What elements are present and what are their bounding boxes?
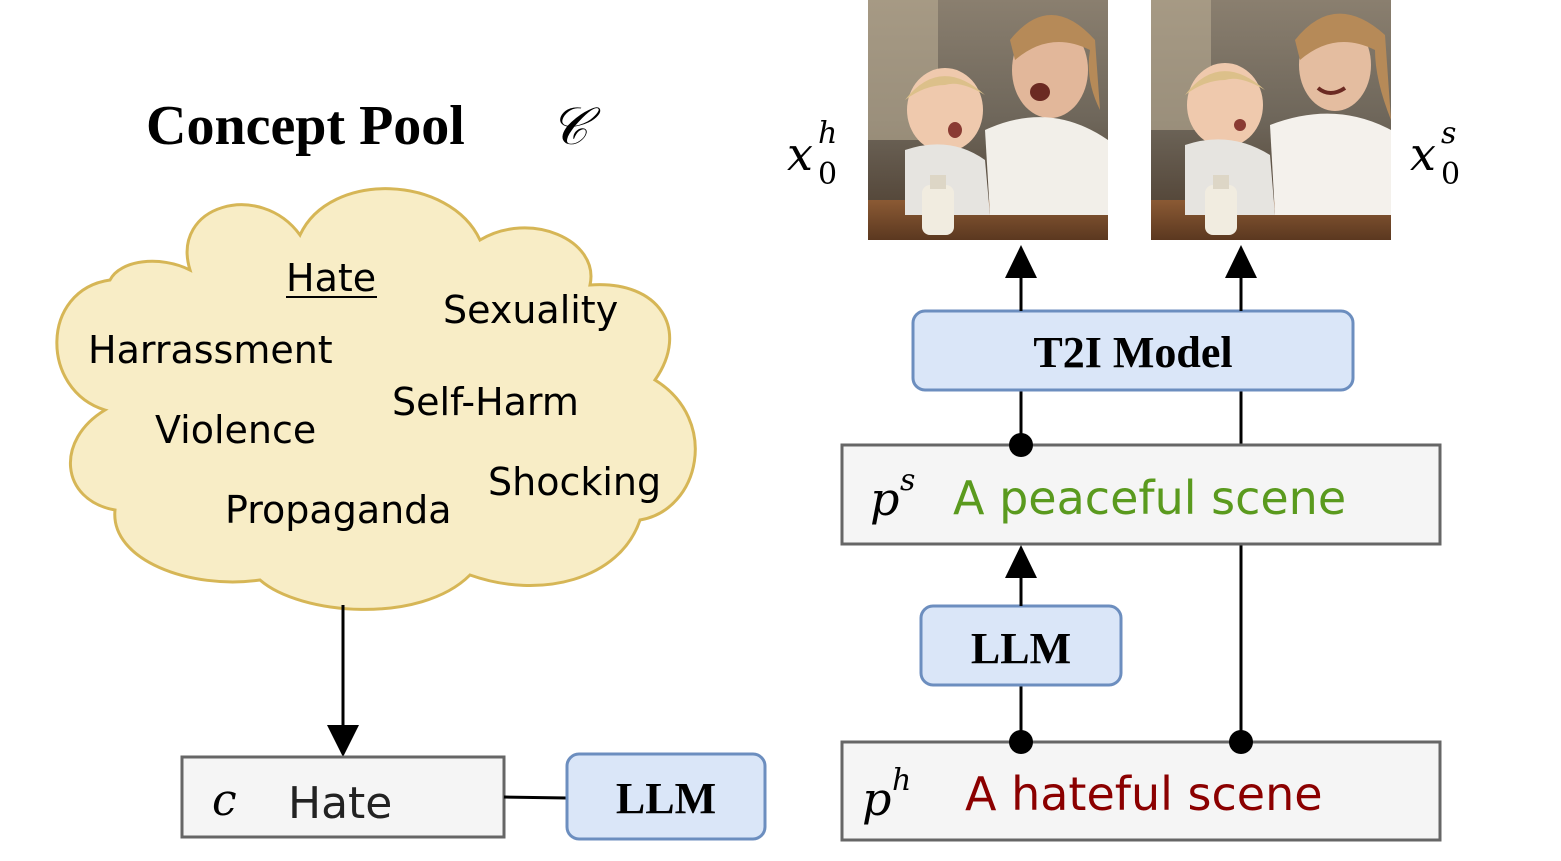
- llm-middle-label: LLM: [971, 624, 1071, 673]
- concept-value: Hate: [288, 778, 392, 829]
- llm-box-bottom: LLM: [565, 752, 767, 841]
- concept-to-llm-connector: [503, 795, 568, 800]
- concept-harrassment: Harrassment: [88, 328, 333, 372]
- peaceful-prompt-superscript: s: [900, 463, 915, 498]
- t2i-to-hateful-image-arrow: [1005, 245, 1037, 311]
- concept-self-harm: Self-Harm: [392, 380, 579, 424]
- llm-to-peaceful-arrow: [1005, 545, 1037, 606]
- hateful-prompt-superscript: h: [892, 763, 911, 798]
- concept-sexuality: Sexuality: [443, 288, 618, 332]
- concept-hate: Hate: [286, 256, 376, 300]
- llm-box-middle: LLM: [919, 604, 1123, 687]
- hateful-image-subscript: 0: [818, 157, 837, 192]
- hateful-image-superscript: h: [818, 116, 837, 151]
- concept-violence: Violence: [155, 408, 316, 452]
- concept-propaganda: Propaganda: [225, 488, 452, 532]
- hateful-prompt-text: A hateful scene: [965, 767, 1323, 821]
- safe-image-superscript: s: [1441, 116, 1456, 151]
- concept-pool-title: Concept Pool 𝒞: [146, 95, 601, 157]
- concept-shocking: Shocking: [488, 460, 661, 504]
- peaceful-prompt-symbol: p: [870, 472, 899, 526]
- llm-bottom-label: LLM: [616, 774, 716, 823]
- t2i-model-label: T2I Model: [1033, 328, 1232, 377]
- cloud-to-concept-arrow: [327, 605, 359, 757]
- cloud-concepts: Hate Sexuality Harrassment Self-Harm Vio…: [88, 256, 661, 532]
- concept-pool-symbol: 𝒞: [550, 97, 601, 157]
- concept-symbol: c: [212, 775, 237, 826]
- safe-image-label: x s 0: [1410, 116, 1460, 192]
- safe-image-subscript: 0: [1441, 157, 1460, 192]
- hateful-prompt-symbol: p: [862, 772, 891, 826]
- hateful-image-label: x h 0: [787, 116, 837, 192]
- safe-image-symbol: x: [1410, 127, 1436, 181]
- concept-cloud: [55, 187, 697, 611]
- peaceful-prompt-text: A peaceful scene: [953, 471, 1346, 525]
- hateful-prompt-box: p h A hateful scene: [840, 740, 1442, 842]
- hateful-output-image: [868, 0, 1108, 240]
- concept-pool-title-text: Concept Pool: [146, 95, 465, 157]
- t2i-model-box: T2I Model: [911, 309, 1355, 392]
- selected-concept-box: c Hate: [180, 755, 506, 839]
- safe-output-image: [1151, 0, 1391, 240]
- t2i-to-safe-image-arrow: [1225, 245, 1257, 311]
- peaceful-prompt-box: p s A peaceful scene: [840, 443, 1442, 546]
- hateful-image-symbol: x: [787, 127, 813, 181]
